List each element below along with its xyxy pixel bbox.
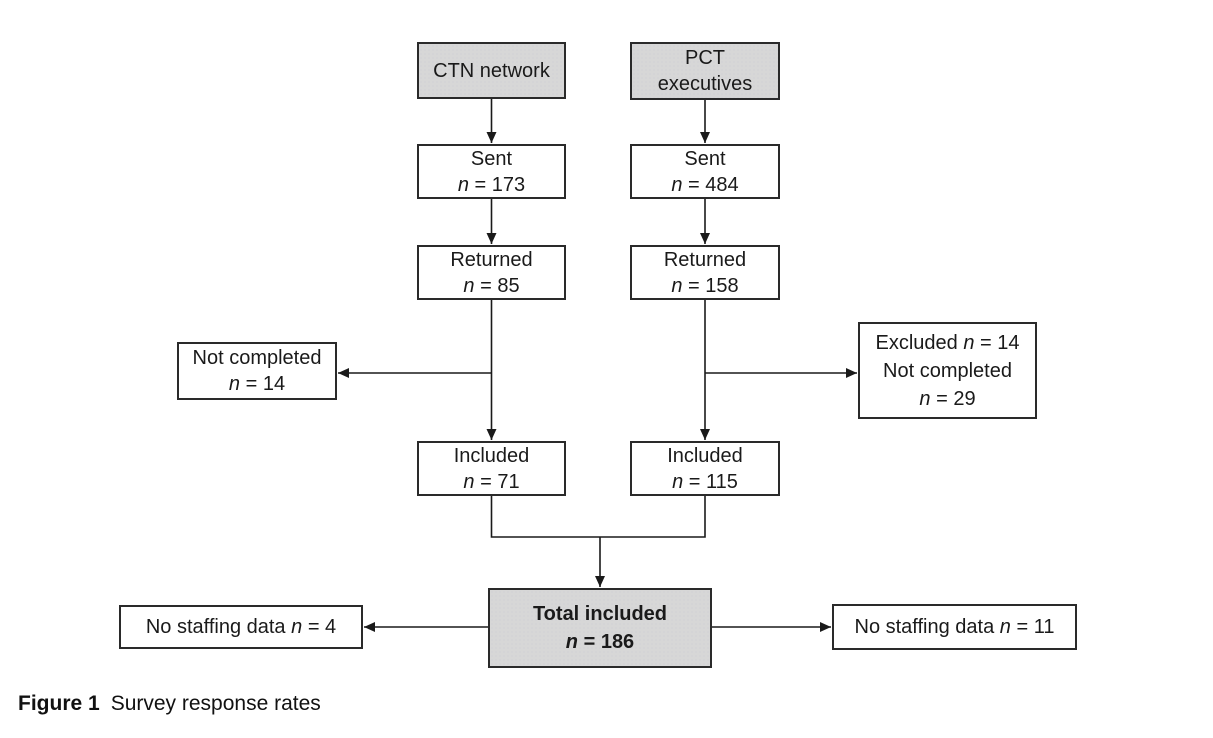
node-label: Returned — [450, 248, 533, 271]
node-count: n = 115 — [672, 469, 738, 495]
node-pct-sent: Sent n = 484 — [630, 144, 780, 199]
count-value: = 14 — [245, 373, 286, 395]
node-ctn-sent: Sent n = 173 — [417, 144, 566, 199]
node-count: n = 14 — [229, 371, 285, 397]
node-count: n = 71 — [463, 469, 519, 495]
count-value: = 14 — [980, 331, 1020, 354]
node-total-included: Total included n = 186 — [488, 588, 712, 668]
n-symbol: n — [671, 274, 683, 297]
n-symbol: n — [565, 631, 579, 653]
node-label: Returned — [663, 248, 747, 271]
n-symbol: n — [228, 373, 241, 395]
count-value: = 115 — [688, 470, 738, 493]
node-ctn-network: CTN network — [417, 42, 566, 99]
n-symbol: n — [919, 387, 931, 410]
excluded-line3: n = 29 — [919, 385, 975, 413]
node-label: Included — [667, 444, 743, 467]
node-label-line1: PCT — [685, 47, 725, 69]
node-count: n = 85 — [463, 273, 519, 299]
node-label: Total included — [532, 603, 668, 625]
node-label: Not completed — [192, 347, 322, 369]
node-ctn-returned: Returned n = 85 — [417, 245, 566, 300]
node-no-staffing-data-left: No staffing data n = 4 — [119, 605, 363, 649]
node-count: n = 158 — [671, 273, 738, 299]
node-no-staffing-data-right: No staffing data n = 11 — [832, 604, 1077, 650]
count-value: = 158 — [688, 274, 739, 297]
count-value: = 186 — [583, 631, 635, 653]
figure-caption-label: Figure 1 — [18, 692, 100, 715]
n-symbol: n — [463, 274, 475, 297]
label-text: No staffing data — [854, 616, 995, 638]
excluded-line2: Not completed — [883, 359, 1012, 382]
count-value: = 484 — [688, 173, 739, 196]
node-count: n = 173 — [458, 172, 525, 198]
count-value: = 85 — [480, 274, 520, 297]
count-value: = 173 — [474, 173, 526, 196]
node-label: Included — [453, 444, 530, 467]
n-symbol: n — [463, 470, 475, 493]
count-value: = 11 — [1016, 616, 1055, 638]
node-ctn-included: Included n = 71 — [417, 441, 566, 496]
node-count: n = 186 — [566, 628, 634, 656]
n-symbol: n — [291, 616, 303, 638]
node-label: No staffing data n = 11 — [855, 614, 1055, 640]
figure-caption-text: Survey response rates — [110, 692, 321, 715]
excluded-line1: Excluded n = 14 — [875, 329, 1019, 357]
n-symbol: n — [999, 616, 1011, 638]
n-symbol: n — [457, 173, 469, 196]
n-symbol: n — [671, 173, 683, 196]
count-value: = 4 — [307, 616, 337, 638]
node-pct-included: Included n = 115 — [630, 441, 780, 496]
figure-caption: Figure 1 Survey response rates — [18, 690, 321, 718]
n-symbol: n — [963, 331, 975, 354]
node-label: Sent — [684, 147, 726, 170]
count-value: = 29 — [936, 387, 976, 410]
node-label: Sent — [470, 147, 513, 170]
n-symbol: n — [672, 470, 684, 493]
node-pct-returned: Returned n = 158 — [630, 245, 780, 300]
node-count: n = 484 — [671, 172, 738, 198]
excluded-label: Excluded — [875, 331, 958, 354]
count-value: = 71 — [480, 470, 520, 493]
node-label-line2: executives — [657, 73, 753, 95]
merge-connector — [490, 496, 706, 538]
node-pct-executives: PCT executives — [630, 42, 780, 100]
node-label: CTN network — [433, 59, 550, 82]
node-pct-excluded: Excluded n = 14 Not completed n = 29 — [858, 322, 1037, 419]
node-label: No staffing data n = 4 — [146, 614, 336, 640]
label-text: No staffing data — [145, 616, 286, 638]
node-ctn-not-completed: Not completed n = 14 — [177, 342, 337, 400]
